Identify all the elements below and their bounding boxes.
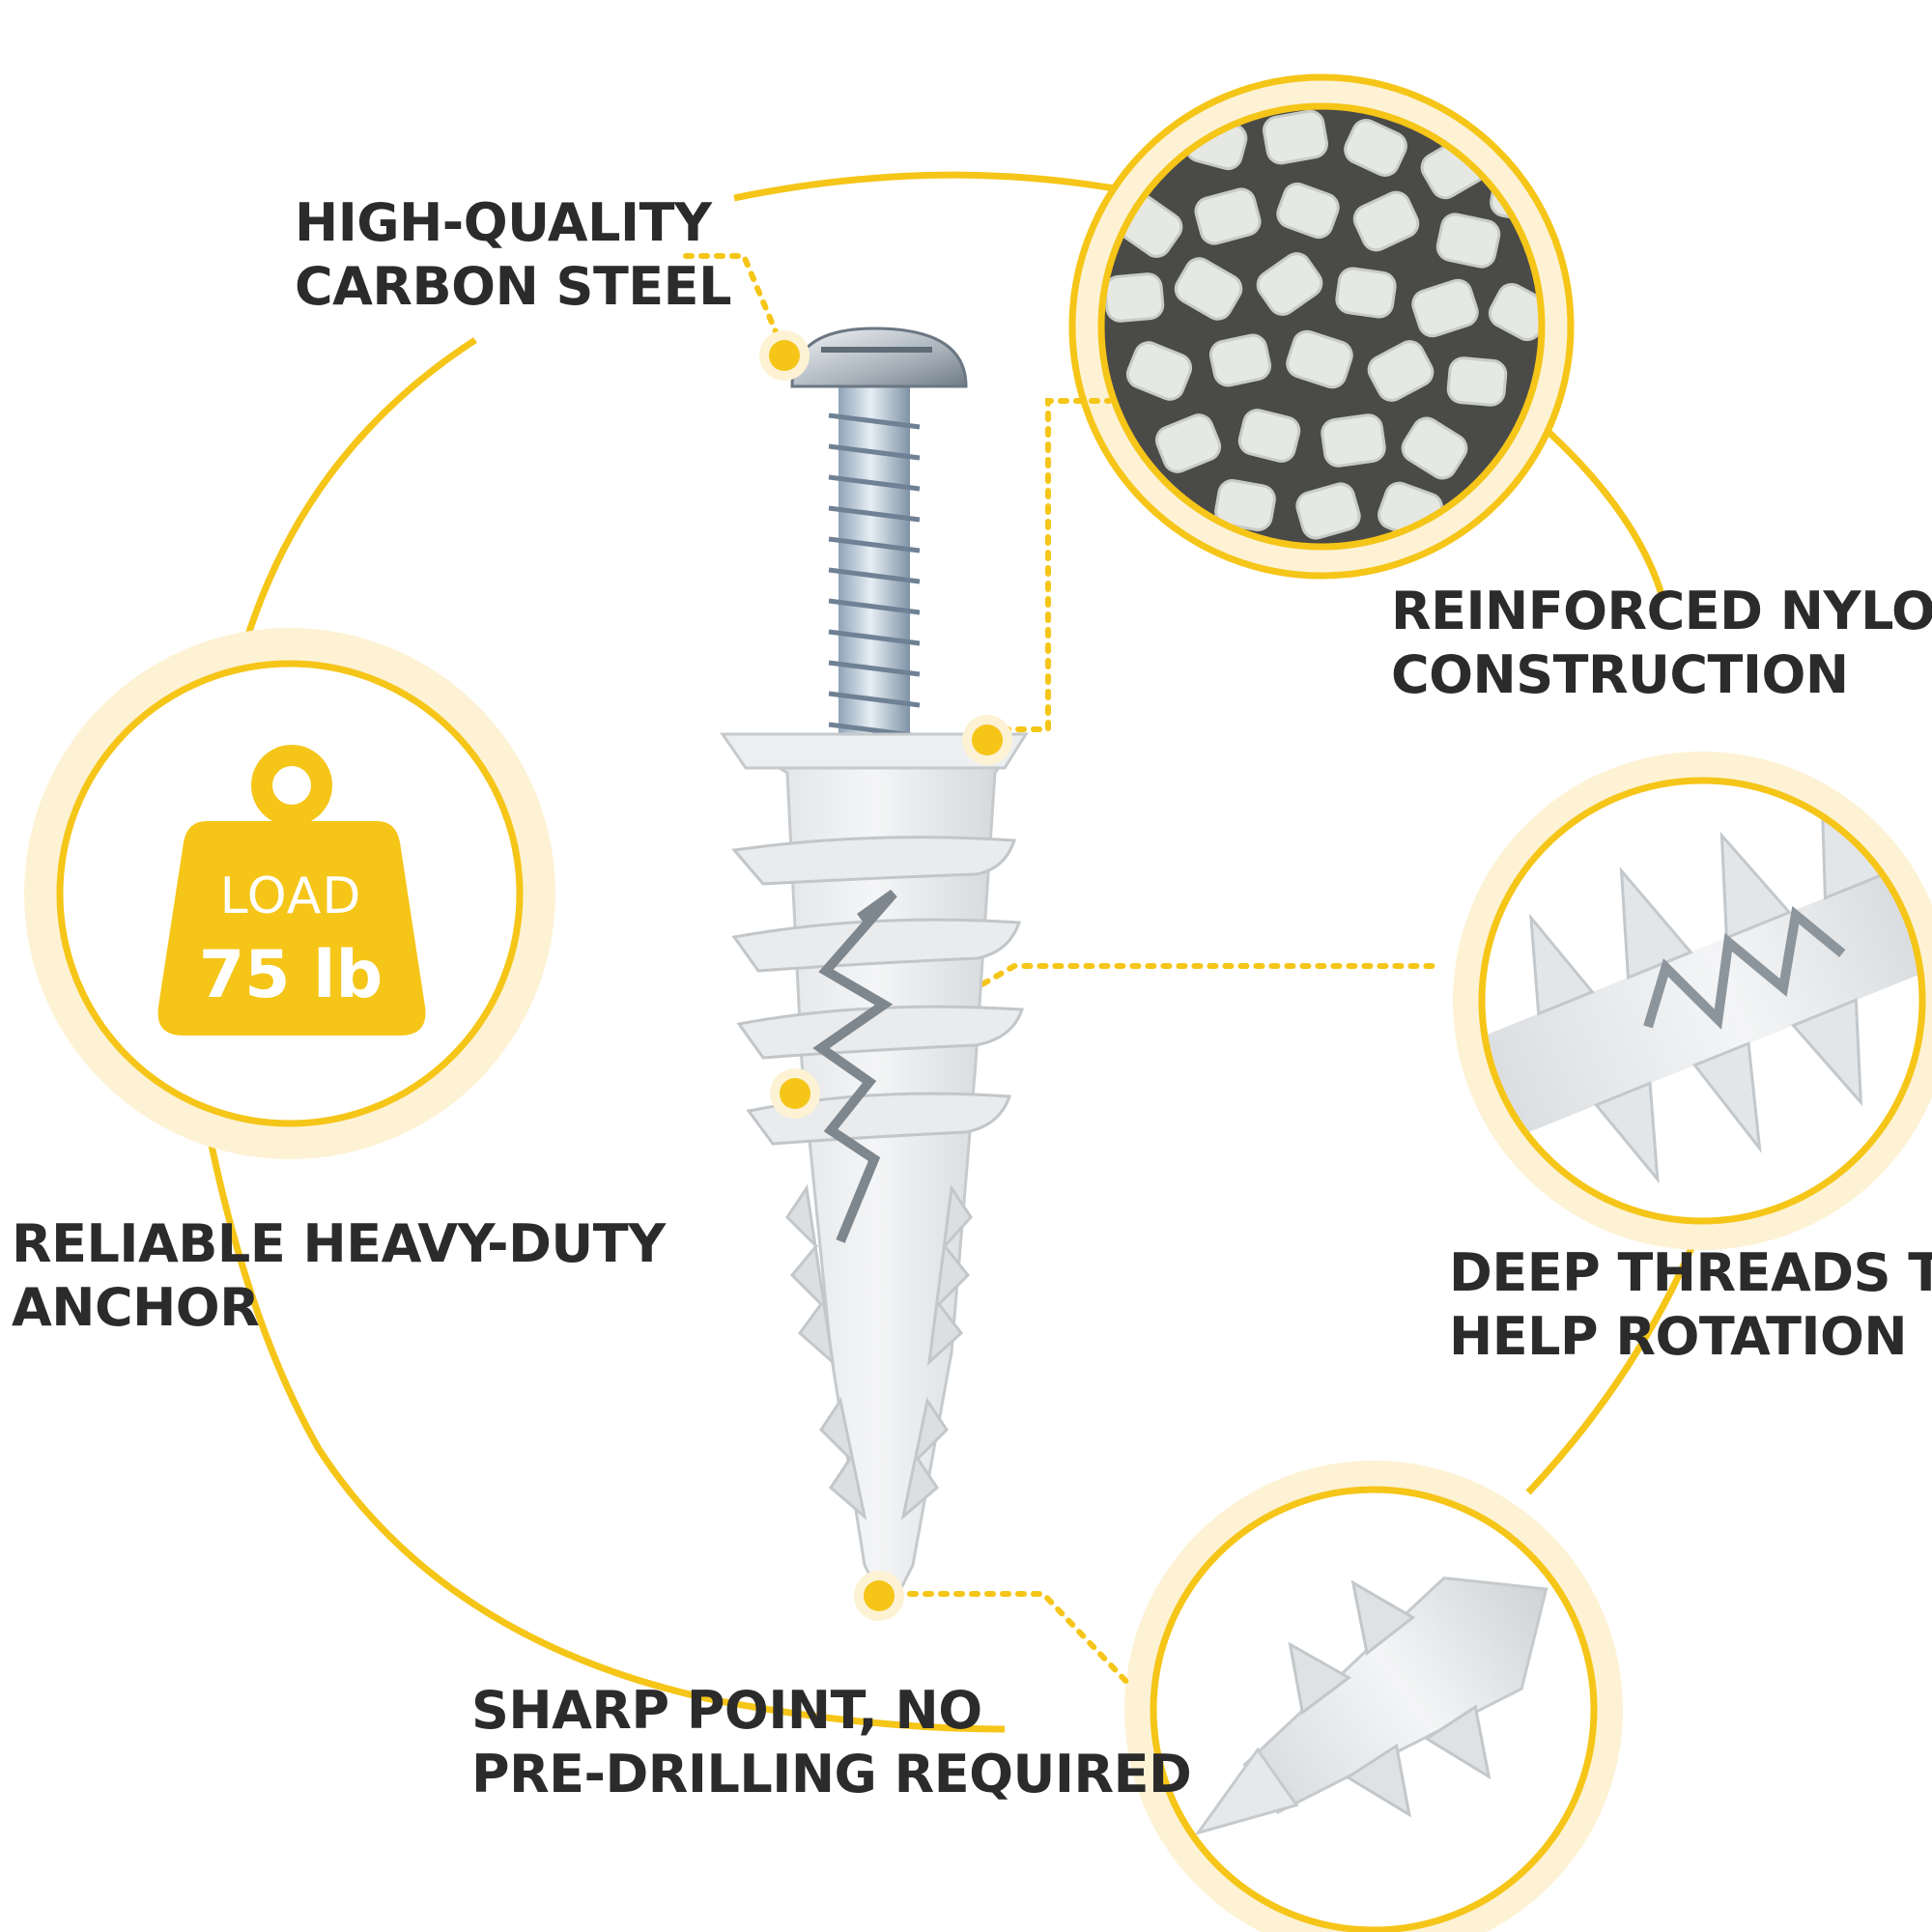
callout-sharp-point: SHARP POINT, NO PRE-DRILLING REQUIRED bbox=[471, 1679, 1192, 1806]
load-circle bbox=[24, 628, 555, 1159]
arc-left-lower bbox=[197, 1091, 1006, 1733]
callout-sharp-point-line1: SHARP POINT, NO bbox=[471, 1680, 982, 1741]
leader-dots bbox=[759, 330, 1012, 1621]
callout-carbon-steel-line2: CARBON STEEL bbox=[295, 256, 731, 317]
leader-carbon-steel bbox=[683, 253, 785, 351]
callout-threads-line2: HELP ROTATION bbox=[1449, 1306, 1908, 1367]
arc-right-lower bbox=[1525, 1221, 1706, 1495]
callout-carbon-steel-line1: HIGH-QUALITY bbox=[295, 192, 712, 253]
callout-heavy-duty: RELIABLE HEAVY-DUTY ANCHOR bbox=[12, 1212, 666, 1340]
threads-detail-circle bbox=[1453, 752, 1932, 1250]
callout-sharp-point-line2: PRE-DRILLING REQUIRED bbox=[471, 1744, 1192, 1804]
callout-threads: DEEP THREADS TO HELP ROTATION bbox=[1449, 1241, 1932, 1369]
callout-nylon: REINFORCED NYLON CONSTRUCTION bbox=[1391, 580, 1932, 707]
callout-nylon-line1: REINFORCED NYLON bbox=[1391, 581, 1932, 641]
callout-nylon-line2: CONSTRUCTION bbox=[1391, 644, 1849, 705]
leader-nylon bbox=[984, 398, 1112, 732]
callout-heavy-duty-line1: RELIABLE HEAVY-DUTY bbox=[12, 1213, 666, 1274]
point-detail-circle bbox=[1124, 1461, 1623, 1932]
nylon-pellets-circle bbox=[1068, 73, 1575, 580]
arc-top-right bbox=[733, 171, 1141, 202]
leader-point bbox=[876, 1591, 1133, 1689]
load-value: 75 lb bbox=[198, 937, 384, 1013]
anchor-illustration bbox=[719, 327, 1029, 1617]
callout-threads-line1: DEEP THREADS TO bbox=[1449, 1242, 1932, 1303]
arc-top-left bbox=[238, 337, 477, 658]
callout-heavy-duty-line2: ANCHOR bbox=[12, 1277, 260, 1338]
load-label: LOAD bbox=[219, 867, 362, 925]
callout-carbon-steel: HIGH-QUALITY CARBON STEEL bbox=[295, 191, 731, 319]
